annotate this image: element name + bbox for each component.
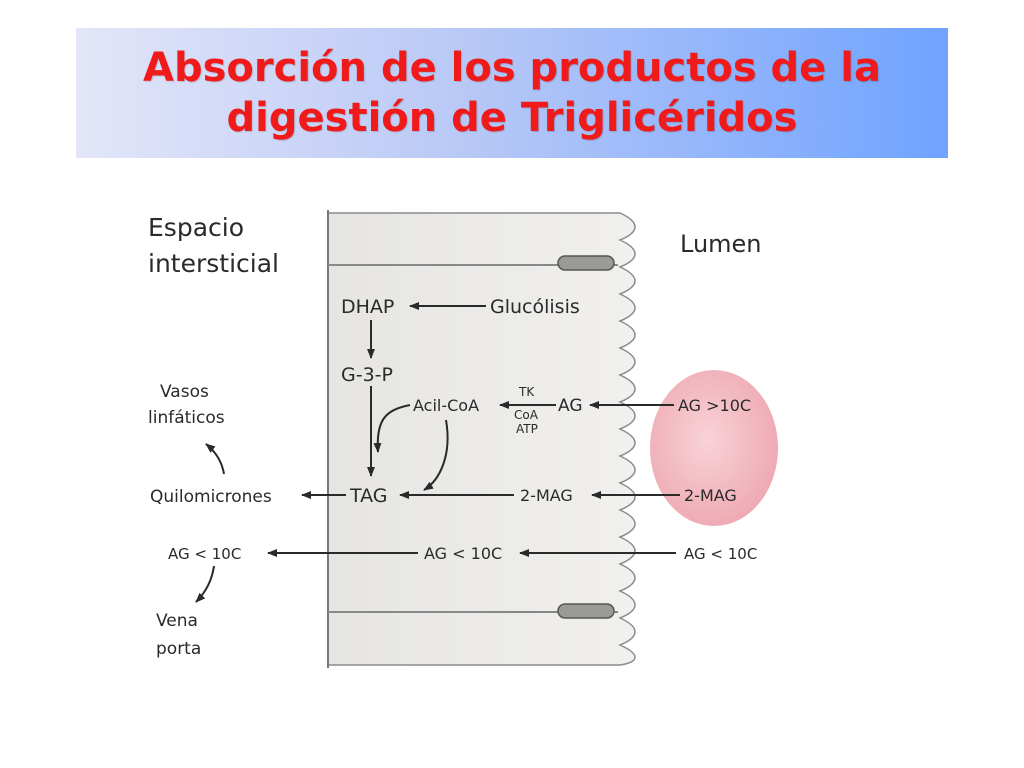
label-porta: porta — [156, 639, 201, 659]
micelle — [650, 370, 778, 526]
label-vena: Vena — [156, 611, 198, 631]
label-cofactor-tk: TK — [518, 385, 535, 399]
label-acil-coa: Acil-CoA — [413, 396, 479, 415]
label-glucolisis: Glucólisis — [490, 296, 580, 318]
label-intersticial: intersticial — [148, 249, 279, 278]
label-ag-short-lumen: AG < 10C — [684, 545, 757, 563]
arrow-acilcoa-to-tag — [423, 419, 449, 491]
label-cofactor-coa: CoA — [514, 408, 539, 422]
arrow-acilcoa-to-g3p-path — [373, 404, 411, 453]
label-mag-lumen: 2-MAG — [684, 486, 737, 505]
label-lumen: Lumen — [680, 230, 762, 258]
arrow-quilomicrones-to-vasos — [205, 443, 225, 475]
label-espacio: Espacio — [148, 213, 244, 242]
tight-junction-bottom — [557, 603, 615, 619]
label-quilomicrones: Quilomicrones — [150, 487, 272, 507]
label-ag-cell: AG — [558, 396, 583, 416]
label-ag-short-out: AG < 10C — [168, 545, 241, 563]
label-tag: TAG — [349, 485, 388, 507]
label-mag-cell: 2-MAG — [520, 486, 573, 505]
label-ag-short-cell: AG < 10C — [424, 544, 502, 563]
enterocyte-cell — [327, 212, 636, 666]
label-vasos: Vasos — [160, 382, 209, 402]
label-ag-lumen: AG >10C — [678, 396, 751, 415]
label-dhap: DHAP — [341, 296, 394, 318]
label-linfaticos: linfáticos — [148, 408, 225, 428]
tight-junction-top — [557, 255, 615, 271]
title-banner: Absorción de los productos de la digesti… — [76, 28, 948, 158]
slide-title-line-2: digestión de Triglicéridos — [226, 95, 798, 141]
arrow-short-ag-to-vena — [195, 565, 215, 603]
label-g3p: G-3-P — [341, 364, 393, 386]
label-cofactor-atp: ATP — [516, 422, 538, 436]
slide-title-line-1: Absorción de los productos de la — [143, 45, 881, 91]
